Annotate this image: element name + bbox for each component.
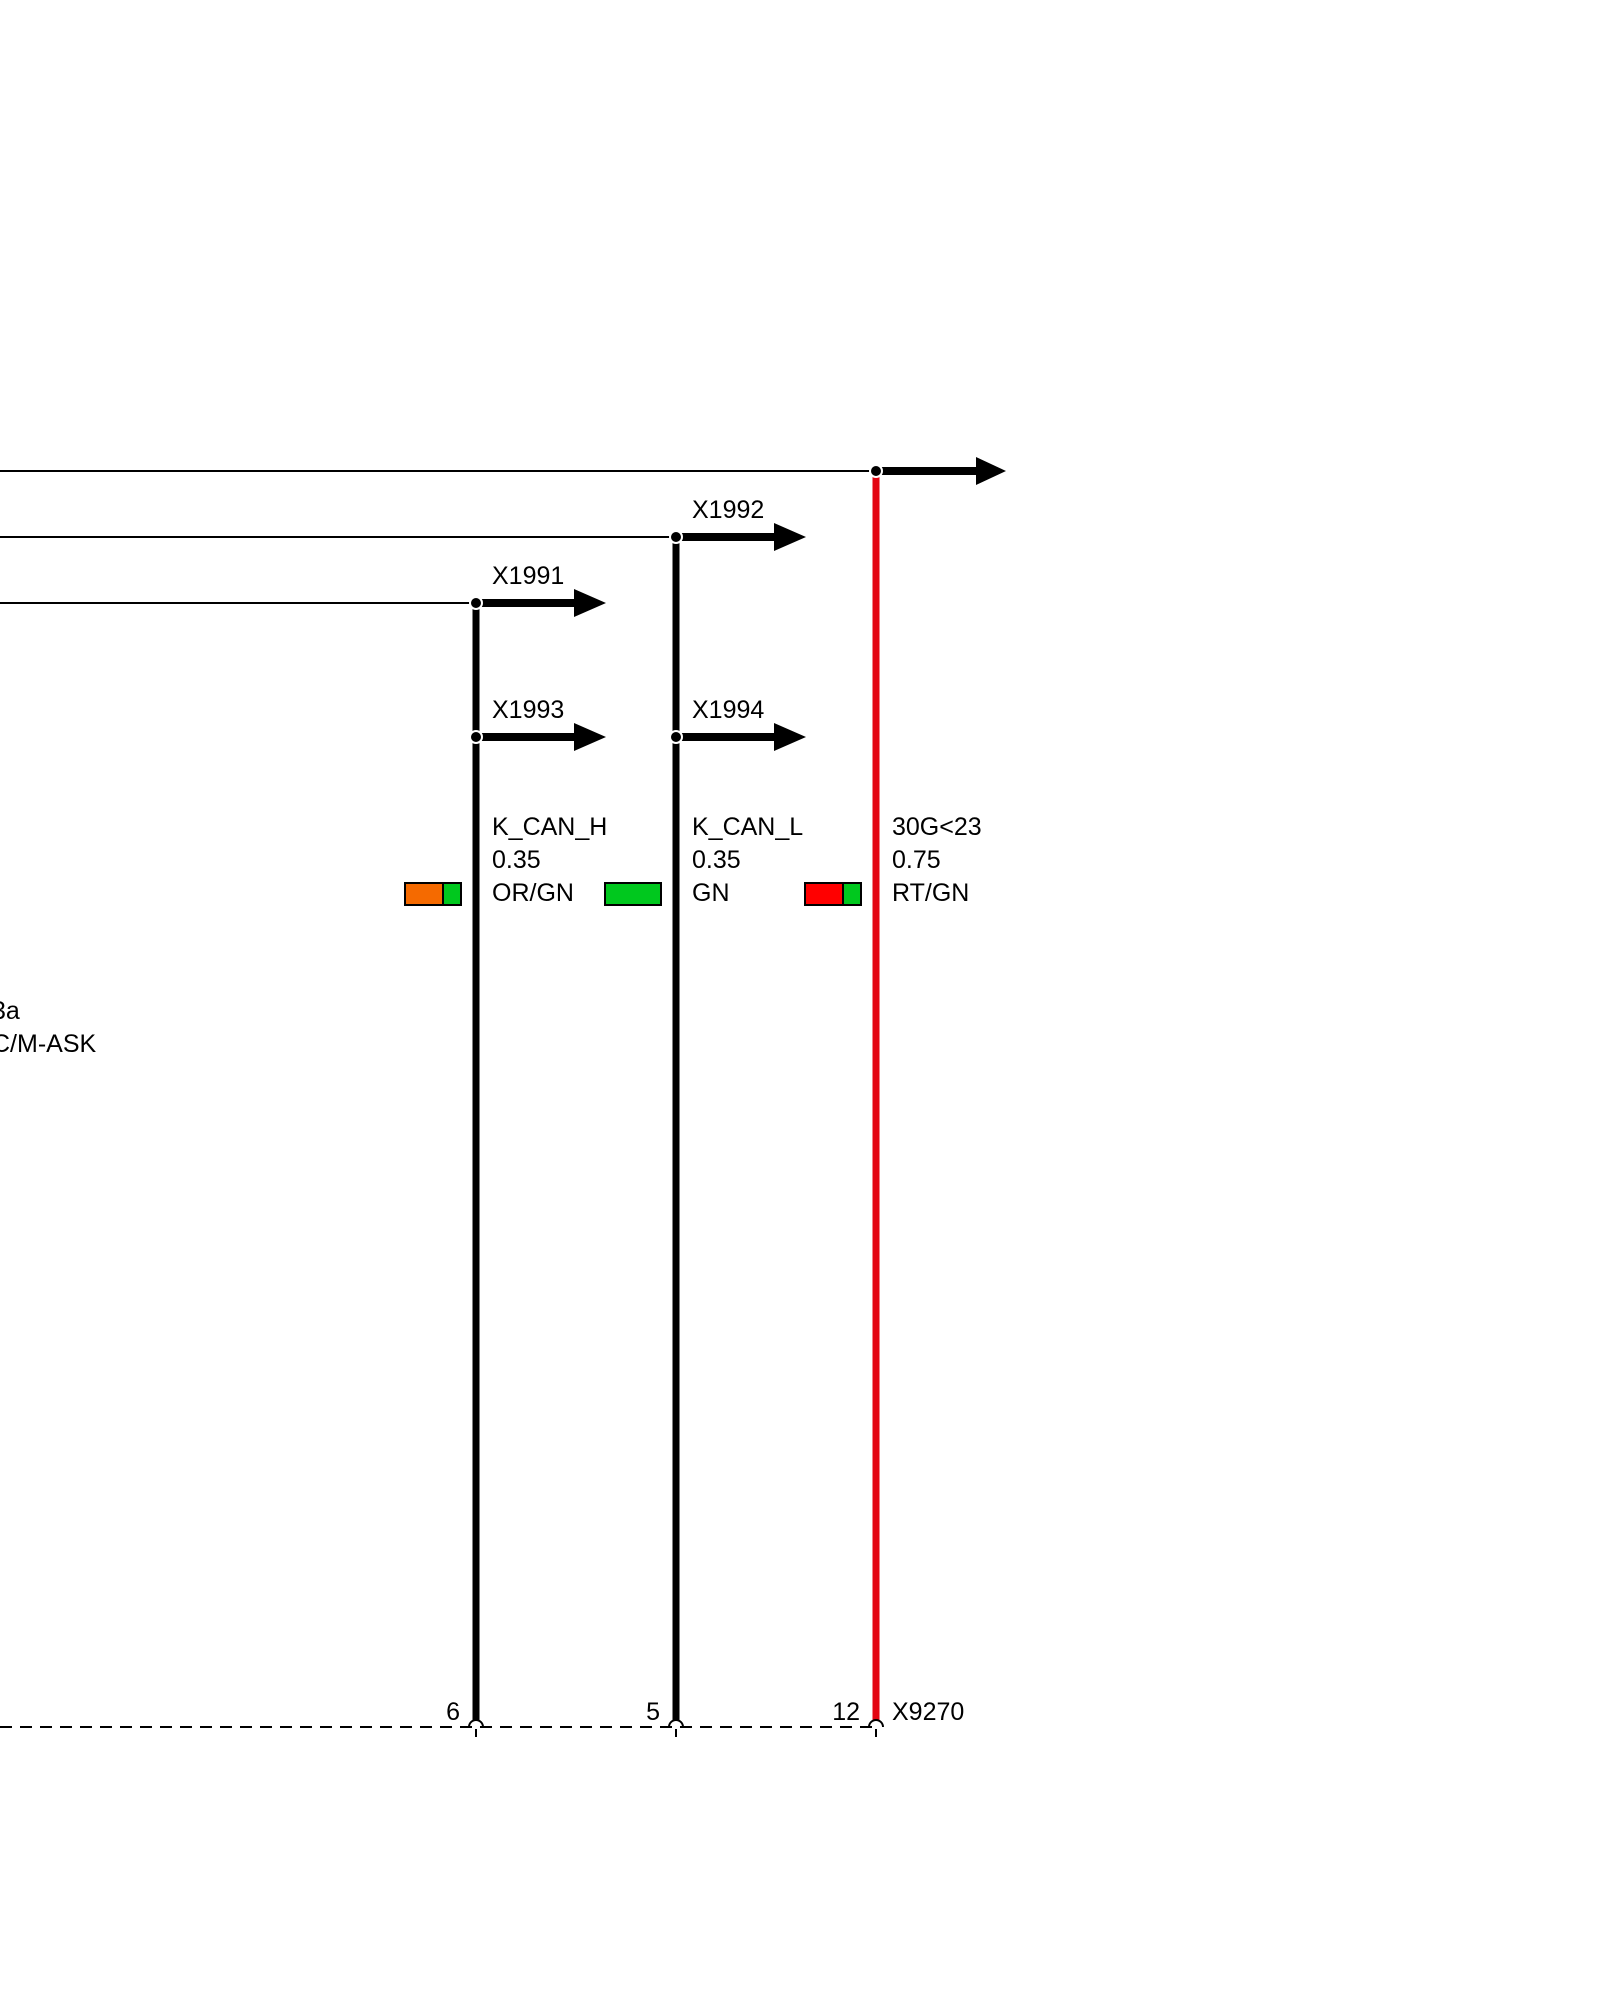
pin-number-12: 12 — [832, 1698, 860, 1726]
wire-color-code: GN — [692, 879, 730, 907]
color-swatch-gn — [604, 882, 662, 906]
connector-id-x9270: X9270 — [892, 1698, 965, 1726]
swatch-green — [442, 884, 460, 904]
arrow-x1994 — [676, 723, 806, 751]
component-label-line2: C/M-ASK — [0, 1030, 97, 1058]
color-swatch-rt-gn — [804, 882, 862, 906]
wire-info-k-can-l: K_CAN_L 0.35 GN — [692, 811, 803, 910]
wire-signal: 30G<23 — [892, 813, 982, 841]
connector-label-x1993: X1993 — [492, 696, 565, 724]
pin-number-6: 6 — [446, 1698, 460, 1726]
wire-gauge: 0.75 — [892, 846, 941, 874]
connector-label-x1992: X1992 — [692, 496, 765, 524]
wire-signal: K_CAN_H — [492, 813, 608, 841]
swatch-green — [606, 884, 660, 904]
swatch-red — [806, 884, 842, 904]
component-label-line1: 3a — [0, 997, 20, 1025]
splice-dot-top — [869, 464, 883, 478]
connector-label-x1991: X1991 — [492, 562, 565, 590]
wire-color-code: RT/GN — [892, 879, 970, 907]
connector-label-x1994: X1994 — [692, 696, 765, 724]
arrow-x1991 — [476, 589, 606, 617]
wire-info-k-can-h: K_CAN_H 0.35 OR/GN — [492, 811, 607, 910]
splice-dot-x1993 — [469, 730, 483, 744]
splice-dot-x1991 — [469, 596, 483, 610]
splice-dot-x1992 — [669, 530, 683, 544]
color-swatch-or-gn — [404, 882, 462, 906]
wire-color-code: OR/GN — [492, 879, 574, 907]
wire-info-30g: 30G<23 0.75 RT/GN — [892, 811, 982, 910]
pin-number-5: 5 — [646, 1698, 660, 1726]
pin-end-5 — [668, 1719, 684, 1737]
swatch-orange — [406, 884, 442, 904]
arrow-x1993 — [476, 723, 606, 751]
splice-dot-x1994 — [669, 730, 683, 744]
wire-gauge: 0.35 — [492, 846, 541, 874]
arrow-top — [876, 457, 1006, 485]
arrow-x1992 — [676, 523, 806, 551]
pin-end-12 — [868, 1719, 884, 1737]
swatch-green — [842, 884, 860, 904]
pin-end-6 — [468, 1719, 484, 1737]
wire-gauge: 0.35 — [692, 846, 741, 874]
wire-signal: K_CAN_L — [692, 813, 804, 841]
